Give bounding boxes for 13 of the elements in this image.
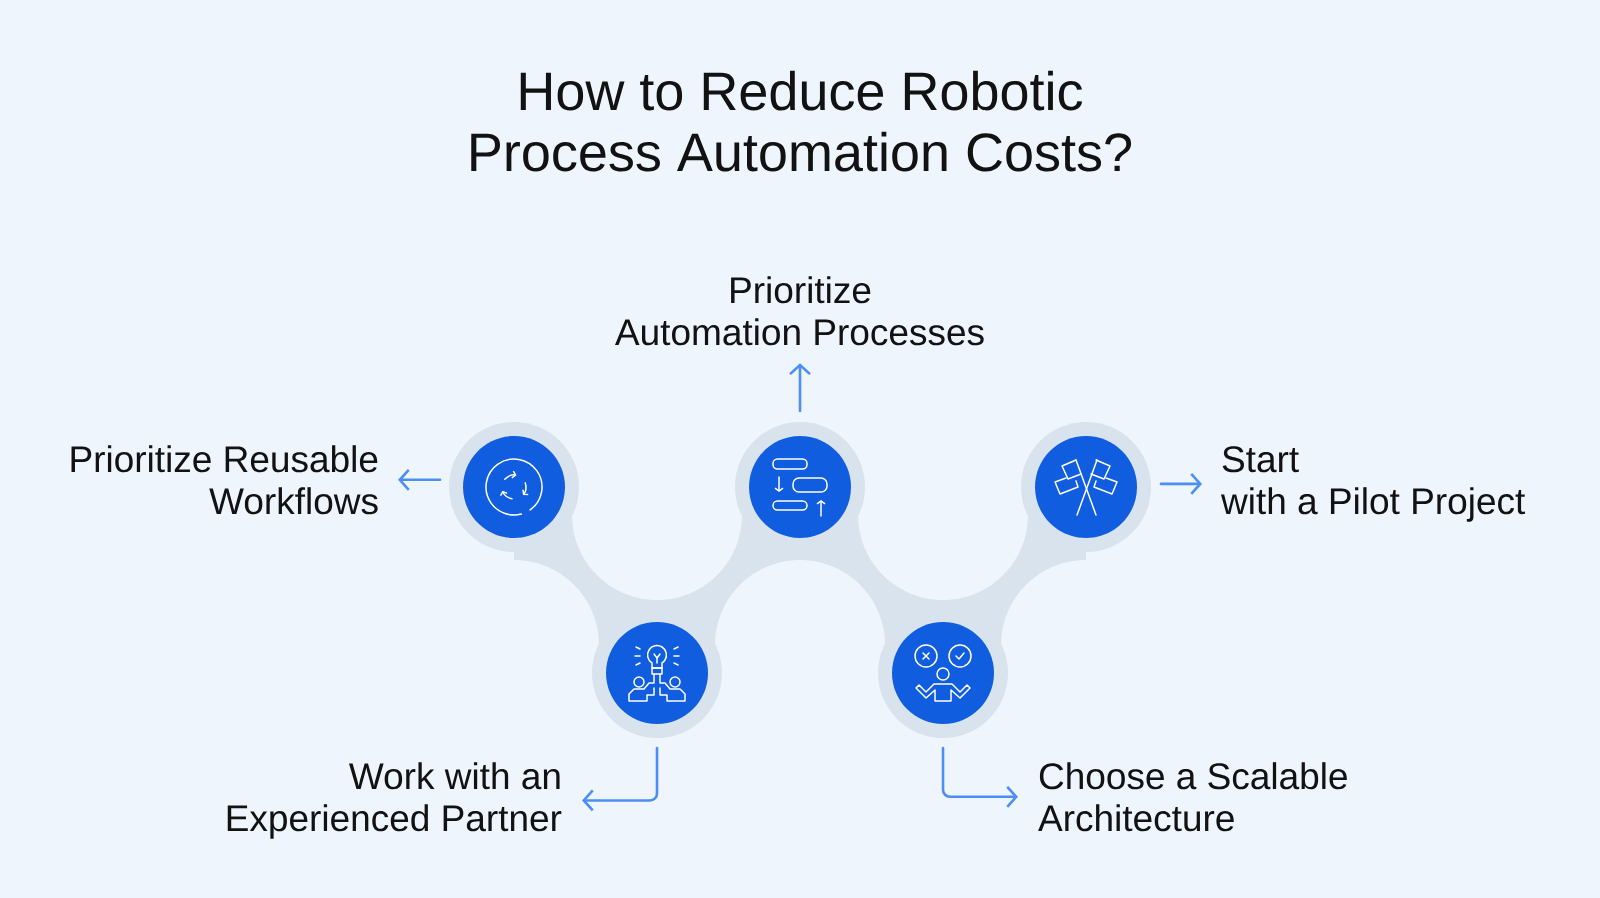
icon-circle — [449, 422, 579, 552]
title: How to Reduce Robotic Process Automation Costs? — [471, 70, 1132, 172]
step-label: Start with a Pilot Project — [1220, 446, 1525, 522]
step-label: Prioritize Reusable Workflows — [71, 445, 378, 515]
arrow — [398, 468, 442, 491]
arrow — [582, 746, 659, 812]
step-label: Choose a Scalable Architecture — [1038, 762, 1347, 832]
step-label: Work with an Experienced Partner — [227, 762, 562, 839]
step-label: Prioritize Automation Processes — [615, 276, 984, 346]
arrow — [941, 746, 1018, 808]
arrow — [789, 363, 811, 413]
icon-circle — [1021, 422, 1151, 552]
arrow — [1159, 473, 1202, 495]
